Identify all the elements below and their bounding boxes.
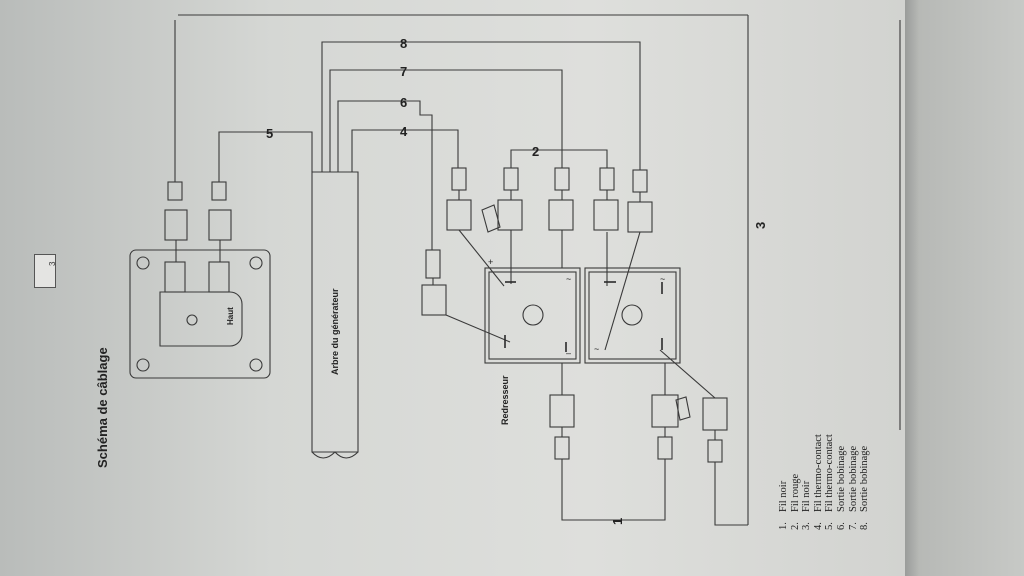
thermo-switch-hole <box>186 314 198 326</box>
legend-item: 2.Fil rouge <box>789 473 801 530</box>
plate-screw <box>249 256 263 270</box>
wire-4 <box>351 129 459 172</box>
legend-item: 4.Fil thermo-contact <box>812 434 824 530</box>
wire-number-4: 4 <box>400 124 408 139</box>
page-number-box: 3 <box>34 254 57 288</box>
connector <box>164 209 188 241</box>
wire-number-1: 1 <box>610 518 625 525</box>
legend-item: 1.Fil noir <box>778 480 789 530</box>
wire-8 <box>321 41 641 172</box>
wire-2 <box>510 149 608 168</box>
rectifier-label: Redresseur <box>500 375 510 425</box>
page-gutter <box>905 0 1024 576</box>
wire-number-3: 3 <box>753 222 768 229</box>
shaft-label: Arbre du générateur <box>330 288 340 375</box>
plate-screw <box>249 358 263 372</box>
thermo-plate <box>129 249 271 379</box>
rectifier-1 <box>484 267 581 364</box>
wire-legend: 1.Fil noir 2.Fil rouge 3.Fil noir 4.Fil … <box>778 434 871 530</box>
connector <box>211 181 227 201</box>
legend-item: 8.Sortie bobinage <box>859 445 871 530</box>
connector <box>208 209 232 241</box>
rectifier-1-ac: ~ <box>566 274 571 284</box>
document-page <box>0 0 905 576</box>
wire-number-5: 5 <box>266 126 273 141</box>
rectifier-2 <box>584 267 681 364</box>
rectifier-2-ac-b: ~ <box>594 344 599 354</box>
legend-item: 7.Sortie bobinage <box>847 445 859 530</box>
plate-screw <box>136 358 150 372</box>
rectifier-1-plus: + <box>488 257 493 267</box>
rectifier-1-minus: – <box>566 348 571 358</box>
legend-item: 3.Fil noir <box>801 480 813 530</box>
wire-5 <box>218 131 313 182</box>
thermo-terminal <box>164 261 186 293</box>
connector <box>167 181 183 201</box>
wire-number-7: 7 <box>400 64 407 79</box>
wire-1 <box>561 459 666 521</box>
plate-screw <box>136 256 150 270</box>
rectifier-2-ac: ~ <box>660 274 665 284</box>
thermo-terminal <box>208 261 230 293</box>
thermo-switch-body <box>159 291 243 347</box>
wire-number-6: 6 <box>400 95 407 110</box>
wire-number-2: 2 <box>532 144 539 159</box>
wiring-diagram: 8 7 6 4 5 2 3 1 Haut Arbre du générateur… <box>129 14 901 526</box>
haut-label: Haut <box>226 307 235 325</box>
wire-6 <box>337 100 433 250</box>
legend-item: 6.Sortie bobinage <box>835 445 847 530</box>
wire-7 <box>329 69 563 172</box>
wire-3 <box>714 462 748 526</box>
wire-number-8: 8 <box>400 36 407 51</box>
legend-item: 5.Fil thermo-contact <box>824 434 836 530</box>
